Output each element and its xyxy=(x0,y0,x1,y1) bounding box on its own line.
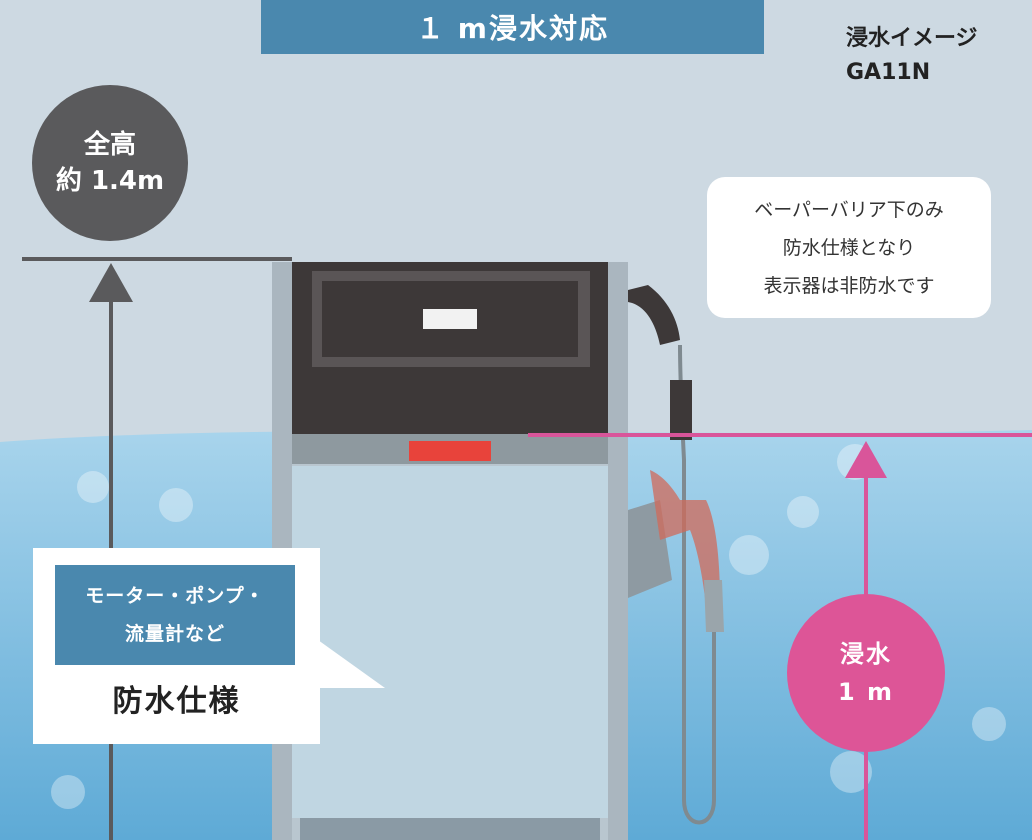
spec-parts-line2: 流量計など xyxy=(124,623,225,645)
flood-badge-label: 浸水 xyxy=(840,640,892,668)
vapor-barrier-note: ベーパーバリア下のみ 防水仕様となり 表示器は非防水です xyxy=(707,177,991,318)
flood-arrow-head xyxy=(845,441,887,478)
spec-label: 防水仕様 xyxy=(112,684,241,719)
water-bubbles xyxy=(51,444,1006,809)
height-arrow-head xyxy=(89,263,133,302)
fuel-dispenser xyxy=(272,262,724,840)
height-badge: 全高 約 1.4m xyxy=(32,85,188,241)
vapor-note-line1: ベーパーバリア下のみ xyxy=(754,198,944,221)
warning-strip xyxy=(409,441,491,461)
vapor-note-line2: 防水仕様となり xyxy=(782,236,916,259)
spec-callout-pointer xyxy=(318,640,385,688)
image-note-line1: 浸水イメージ xyxy=(846,26,978,51)
height-badge-label: 全高 xyxy=(83,130,136,160)
spec-parts-panel: モーター・ポンプ・ 流量計など xyxy=(55,565,295,665)
flood-badge: 浸水 1 m xyxy=(787,594,945,752)
waterproof-spec-callout: モーター・ポンプ・ 流量計など 防水仕様 xyxy=(33,548,320,744)
flood-badge-value: 1 m xyxy=(837,678,895,706)
title-banner: １ m浸水対応 xyxy=(261,0,764,54)
display-window xyxy=(423,309,477,329)
vapor-note-line3: 表示器は非防水です xyxy=(763,274,935,297)
nozzle xyxy=(650,470,720,606)
height-badge-value: 約 1.4m xyxy=(55,166,165,196)
spec-parts-line1: モーター・ポンプ・ xyxy=(85,585,265,607)
image-note-model: GA11N xyxy=(846,60,931,85)
image-note: 浸水イメージ GA11N xyxy=(846,22,978,90)
hose xyxy=(678,344,716,825)
title-text: １ m浸水対応 xyxy=(416,12,609,45)
